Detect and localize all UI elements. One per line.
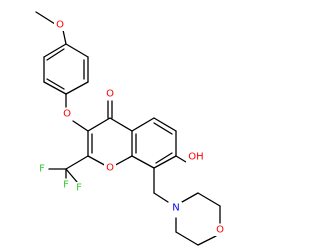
- bond: [87, 117, 111, 132]
- fluorine-label-middle: F: [63, 180, 69, 191]
- bond: [153, 192, 169, 203]
- carbonyl-oxygen-label: O: [106, 89, 114, 100]
- bond: [65, 81, 89, 95]
- bond: [155, 152, 173, 164]
- bond: [153, 122, 173, 135]
- bond: [181, 192, 199, 203]
- morpholine-nitrogen-label: N: [172, 203, 179, 214]
- bond: [43, 81, 67, 95]
- bond: [72, 120, 89, 132]
- bond: [131, 117, 155, 132]
- bond: [46, 78, 65, 90]
- atom-labels: O O O O OH F F F N O: [37, 19, 226, 236]
- ether-oxygen-label: O: [63, 109, 71, 120]
- morpholine-oxygen-label: O: [216, 225, 224, 236]
- bond: [175, 231, 199, 246]
- bond: [197, 235, 217, 246]
- bond: [197, 192, 221, 207]
- bond: [43, 43, 67, 58]
- bond: [175, 155, 187, 163]
- bond-layer: [35, 11, 221, 246]
- ring-oxygen-label: O: [106, 163, 114, 174]
- bond: [153, 155, 177, 169]
- molecule-drawing: O O O O OH F F F N O: [35, 11, 226, 246]
- bond: [109, 117, 133, 132]
- bond: [65, 168, 78, 183]
- fluorine-label-left: F: [39, 164, 45, 175]
- chemical-structure-diagram: O O O O OH F F F N O: [35, 11, 226, 246]
- bond: [65, 43, 89, 58]
- bond: [62, 29, 67, 45]
- bond: [65, 155, 89, 170]
- bond: [153, 117, 177, 132]
- fluorine-label-low: F: [76, 183, 82, 194]
- methoxy-oxygen-label: O: [56, 20, 64, 31]
- bond: [46, 48, 65, 61]
- bond: [35, 11, 56, 25]
- bond: [131, 155, 155, 169]
- hydroxyl-label: OH: [188, 152, 203, 163]
